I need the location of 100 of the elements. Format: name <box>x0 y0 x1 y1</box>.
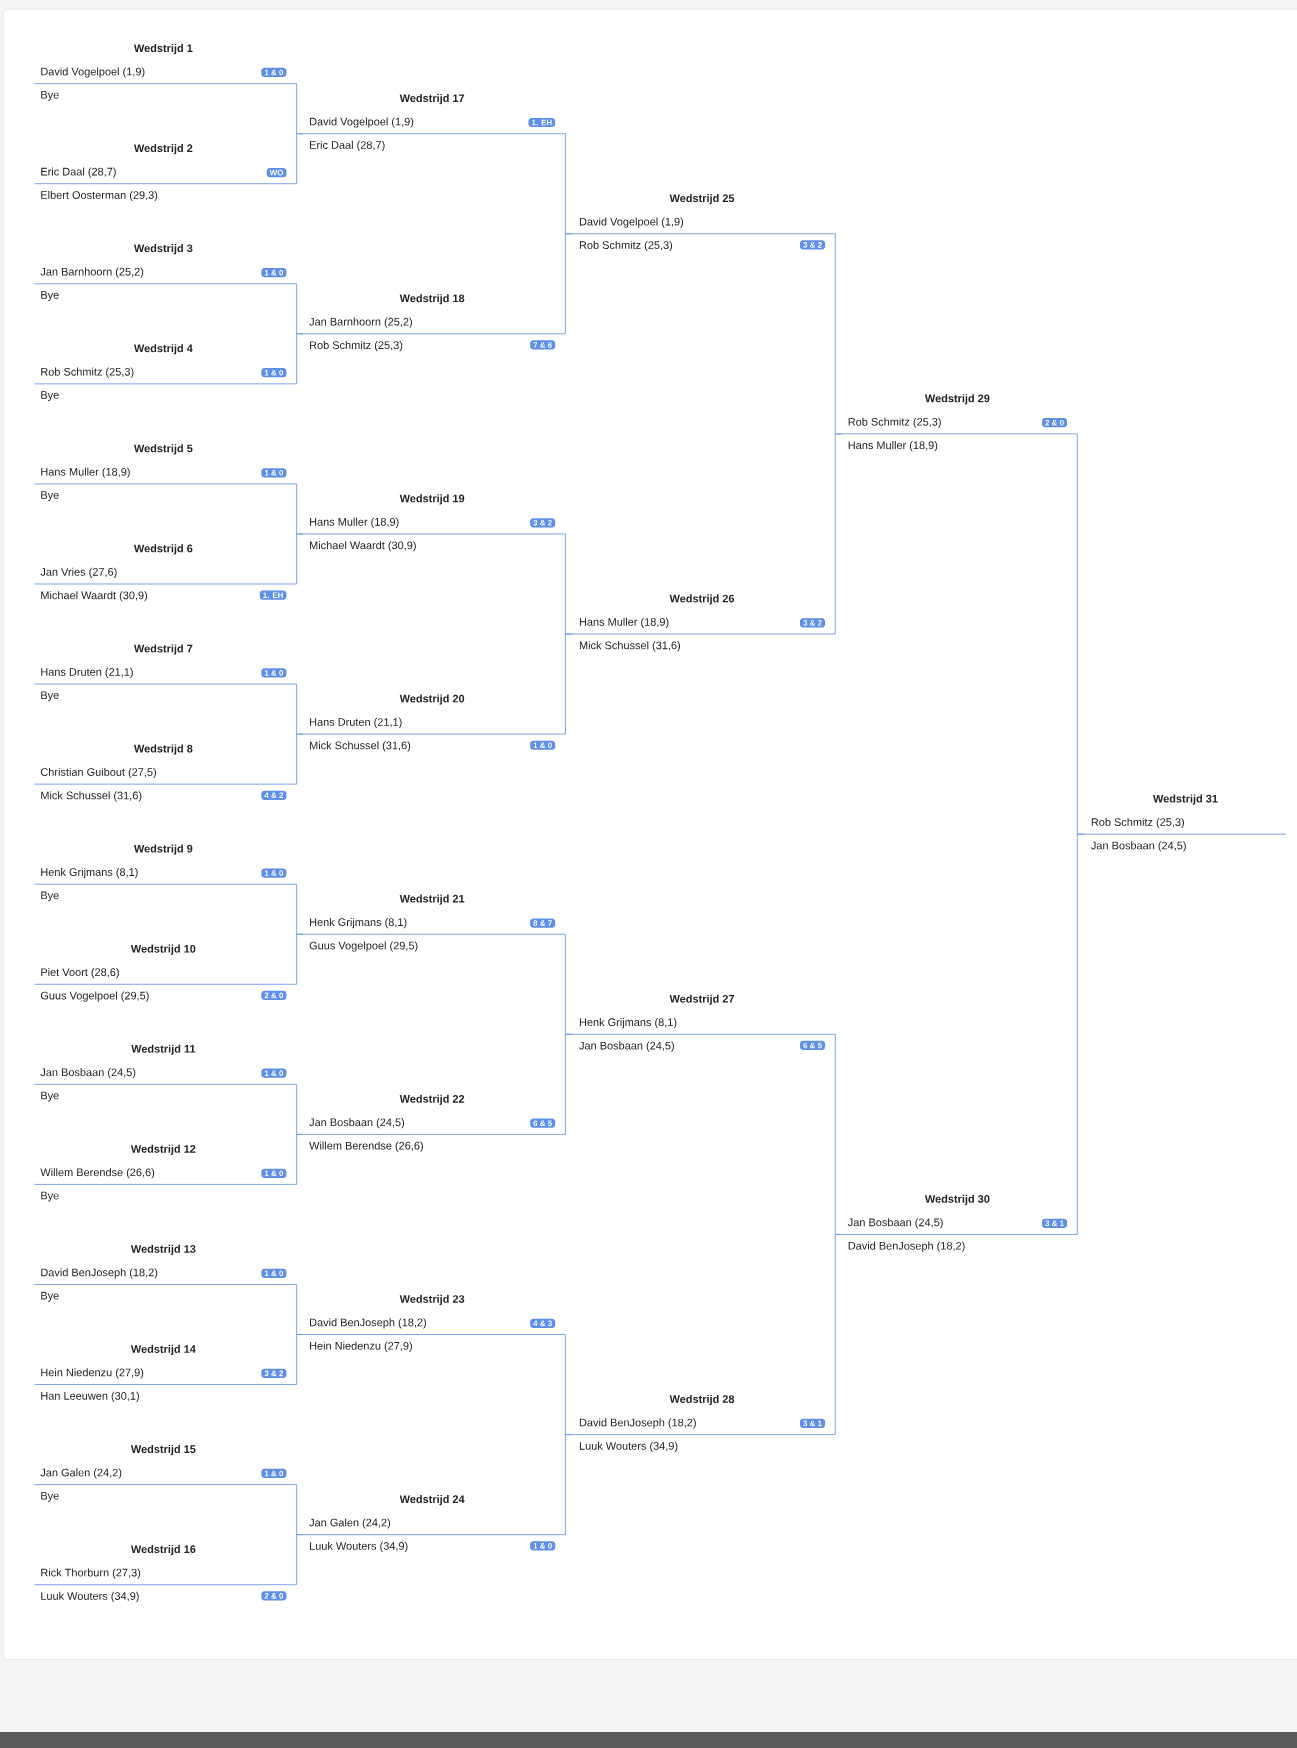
player-name: Hein Niedenzu (27,9) <box>310 1341 412 1352</box>
match-title: Wedstrijd 16 <box>130 1545 196 1556</box>
player-name: Jan Barnhoorn (25,2) <box>309 317 412 328</box>
player-name: Henk Grijmans (8,1) <box>579 1018 677 1029</box>
match-title: Wedstrijd 29 <box>924 394 990 405</box>
player-name: David Vogelpoel (1,9) <box>310 117 414 128</box>
bracket-line <box>291 1534 304 1586</box>
player-name: Jan Bosbaan (24,5) <box>1091 841 1186 852</box>
match-title: Wedstrijd 23 <box>399 1294 465 1306</box>
player-name: David BenJoseph (18,2) <box>41 1268 158 1279</box>
match-title: Wedstrijd 8 <box>133 744 193 755</box>
player-name: Bye <box>41 1191 59 1202</box>
player-name: Michael Waardt (30,9) <box>310 541 416 552</box>
match-title: Wedstrijd 7 <box>133 644 193 655</box>
player-name: Hein Niedenzu (27,9) <box>41 1368 144 1379</box>
match-title: Wedstrijd 17 <box>399 94 465 105</box>
match-title: Wedstrijd 11 <box>131 1044 196 1055</box>
player-name: Jan Vries (27,6) <box>40 567 117 578</box>
match-title: Wedstrijd 5 <box>133 444 193 455</box>
bracket-line <box>560 233 574 335</box>
match-title: Wedstrijd 13 <box>130 1244 196 1255</box>
player-name: Hans Druten (21,1) <box>310 717 402 729</box>
match-title: Wedstrijd 1 <box>133 43 193 55</box>
player-name: Luuk Wouters (34,9) <box>579 1441 678 1452</box>
bracket-line <box>291 533 304 585</box>
player-name: Jan Bosbaan (24,5) <box>40 1068 136 1079</box>
match-title: Wedstrijd 24 <box>399 1494 465 1506</box>
match-title: Wedstrijd 28 <box>669 1394 735 1406</box>
player-name: Bye <box>41 1492 59 1502</box>
player-name: Rob Schmitz (25,3) <box>41 367 134 378</box>
player-name: David Vogelpoel (1,9) <box>579 217 684 228</box>
bracket-line <box>291 733 304 785</box>
match-title: Wedstrijd 18 <box>399 294 465 305</box>
player-name: Mick Schussel (31,6) <box>310 741 411 752</box>
bracket-line <box>1072 833 1086 1235</box>
player-name: Mick Schussel (31,6) <box>579 641 680 652</box>
bracket-line <box>291 1334 304 1385</box>
player-name: Luuk Wouters (34,9) <box>41 1591 139 1603</box>
bracket-line <box>291 333 304 385</box>
match-title: Wedstrijd 27 <box>669 994 735 1005</box>
player-name: Henk Grijmans (8,1) <box>310 918 407 929</box>
match-title: Wedstrijd 15 <box>130 1444 196 1456</box>
match-title: Wedstrijd 21 <box>399 894 465 905</box>
player-name: Hans Muller (18,9) <box>41 467 130 478</box>
player-name: Christian Guibout (27,5) <box>40 767 156 779</box>
player-name: Guus Vogelpoel (29,5) <box>309 941 418 952</box>
bracket-line <box>291 933 304 985</box>
player-name: David Vogelpoel (1,9) <box>41 67 145 78</box>
match-title: Wedstrijd 25 <box>669 194 735 205</box>
player-name: Rob Schmitz (25,3) <box>579 240 673 252</box>
player-name: Eric Daal (28,7) <box>310 140 385 152</box>
player-name: Willem Berendse (26,6) <box>309 1141 423 1152</box>
match-title: Wedstrijd 9 <box>133 844 193 855</box>
player-name: Bye <box>41 391 59 401</box>
player-name: Bye <box>41 1091 59 1102</box>
bracket-line <box>560 1434 574 1536</box>
player-name: Guus Vogelpoel (29,5) <box>40 991 149 1002</box>
player-name: Piet Voort (28,6) <box>41 968 119 979</box>
match-title: Wedstrijd 20 <box>399 694 465 705</box>
player-name: Han Leeuwen (30,1) <box>41 1391 139 1402</box>
player-name: David BenJoseph (18,2) <box>579 1418 696 1429</box>
match-title: Wedstrijd 19 <box>399 494 465 505</box>
match-title: Wedstrijd 31 <box>1153 794 1218 805</box>
player-name: Bye <box>41 1291 59 1302</box>
player-name: Bye <box>41 891 59 902</box>
bracket-line <box>830 1234 843 1436</box>
match-title: Wedstrijd 4 <box>133 344 193 355</box>
match-title: Wedstrijd 26 <box>669 594 735 605</box>
player-name: Luuk Wouters (34,9) <box>310 1541 408 1552</box>
player-name: Mick Schussel (31,6) <box>41 791 142 802</box>
player-name: Henk Grijmans (8,1) <box>41 867 138 879</box>
match-title: Wedstrijd 30 <box>924 1194 990 1205</box>
player-name: Rick Thorburn (27,3) <box>41 1568 141 1579</box>
player-name: Jan Galen (24,2) <box>40 1468 122 1479</box>
player-name: Willem Berendse (26,6) <box>40 1168 155 1179</box>
bracket-line <box>560 633 574 735</box>
player-name: Bye <box>41 291 59 301</box>
player-name: Rob Schmitz (25,3) <box>848 417 941 428</box>
player-name: Jan Bosbaan (24,5) <box>579 1041 674 1052</box>
player-name: Bye <box>41 491 59 502</box>
bracket-line <box>291 133 304 185</box>
match-title: Wedstrijd 6 <box>133 544 193 555</box>
player-name: David BenJoseph (18,2) <box>310 1318 426 1329</box>
bracket-line <box>291 1133 304 1185</box>
player-name: Hans Druten (21,1) <box>41 667 133 678</box>
player-name: Rob Schmitz (25,3) <box>1091 817 1184 829</box>
player-name: Hans Muller (18,9) <box>848 441 938 452</box>
player-name: Elbert Oosterman (29,3) <box>41 190 158 202</box>
player-name: Jan Galen (24,2) <box>309 1518 391 1529</box>
match-title: Wedstrijd 2 <box>133 144 193 155</box>
match-title: Wedstrijd 12 <box>130 1144 196 1155</box>
player-name: Hans Muller (18,9) <box>310 517 399 528</box>
match-title: Wedstrijd 22 <box>399 1094 465 1105</box>
player-name: Eric Daal (28,7) <box>41 167 116 178</box>
player-name: Michael Waardt (30,9) <box>41 591 148 602</box>
player-name: Bye <box>41 691 59 702</box>
match-title: Wedstrijd 3 <box>133 244 193 255</box>
player-name: David BenJoseph (18,2) <box>848 1241 965 1252</box>
player-name: Jan Barnhoorn (25,2) <box>40 267 144 278</box>
player-name: Rob Schmitz (25,3) <box>310 341 403 352</box>
